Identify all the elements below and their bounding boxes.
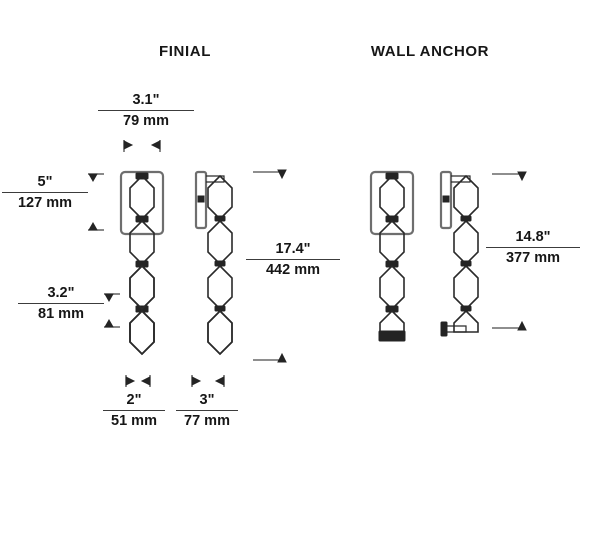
extension-side-depth xyxy=(191,375,225,387)
dimension-finial-total-height-imperial: 17.4" xyxy=(246,241,340,260)
dimension-finial-total-height-metric: 442 mm xyxy=(265,262,320,278)
extension-crystal-height xyxy=(104,293,120,328)
dimension-front-width-metric: 51 mm xyxy=(111,413,157,429)
view-wall-anchor-side xyxy=(439,170,479,337)
finial-front-crystal-extra xyxy=(129,264,155,356)
dimension-wall-anchor-total-height: 14.8" 377 mm xyxy=(486,229,580,267)
view-finial-front xyxy=(119,170,165,356)
view-finial-side xyxy=(194,170,233,356)
dimension-side-depth-imperial: 3" xyxy=(176,392,238,411)
wall-anchor-front-foot-block xyxy=(378,330,406,342)
finial-side-crystal-chain xyxy=(207,174,233,356)
finial-side-crystal-bottom xyxy=(207,309,233,356)
dimension-width-top: 3.1" 79 mm xyxy=(98,92,194,130)
dimension-crystal-height-metric: 81 mm xyxy=(38,306,84,322)
dimension-width-top-metric: 79 mm xyxy=(123,113,169,129)
extension-backplate-height xyxy=(88,173,104,231)
wall-anchor-front-crystal-chain xyxy=(378,172,406,342)
finial-group-title: FINIAL xyxy=(159,43,211,60)
dimension-front-width: 2" 51 mm xyxy=(103,392,165,430)
wall-anchor-side-crystal-chain xyxy=(453,174,479,333)
dimension-side-depth: 3" 77 mm xyxy=(176,392,238,430)
finial-front-backplate xyxy=(119,170,165,236)
wall-anchor-side-mount-bracket xyxy=(440,321,467,337)
view-wall-anchor-front xyxy=(369,170,415,342)
dimension-backplate-height-metric: 127 mm xyxy=(17,195,72,211)
extension-width-top xyxy=(123,140,161,152)
wall-anchor-front-backplate xyxy=(369,170,415,236)
dimension-finial-total-height: 17.4" 442 mm xyxy=(246,241,340,279)
wall-anchor-group-title: WALL ANCHOR xyxy=(370,43,490,60)
dimension-front-width-imperial: 2" xyxy=(103,392,165,411)
dimension-side-depth-metric: 77 mm xyxy=(184,413,230,429)
dimension-wall-anchor-total-height-metric: 377 mm xyxy=(505,250,560,266)
extension-wall-anchor-total-height xyxy=(492,171,527,331)
dimension-wall-anchor-total-height-imperial: 14.8" xyxy=(486,229,580,248)
dimension-width-top-imperial: 3.1" xyxy=(98,92,194,111)
dimension-backplate-height: 5" 127 mm xyxy=(2,174,88,212)
extension-finial-total-height xyxy=(253,169,287,363)
dimension-crystal-height: 3.2" 81 mm xyxy=(18,285,104,323)
dimension-backplate-height-imperial: 5" xyxy=(2,174,88,193)
extension-front-width xyxy=(125,375,151,387)
dimension-crystal-height-imperial: 3.2" xyxy=(18,285,104,304)
